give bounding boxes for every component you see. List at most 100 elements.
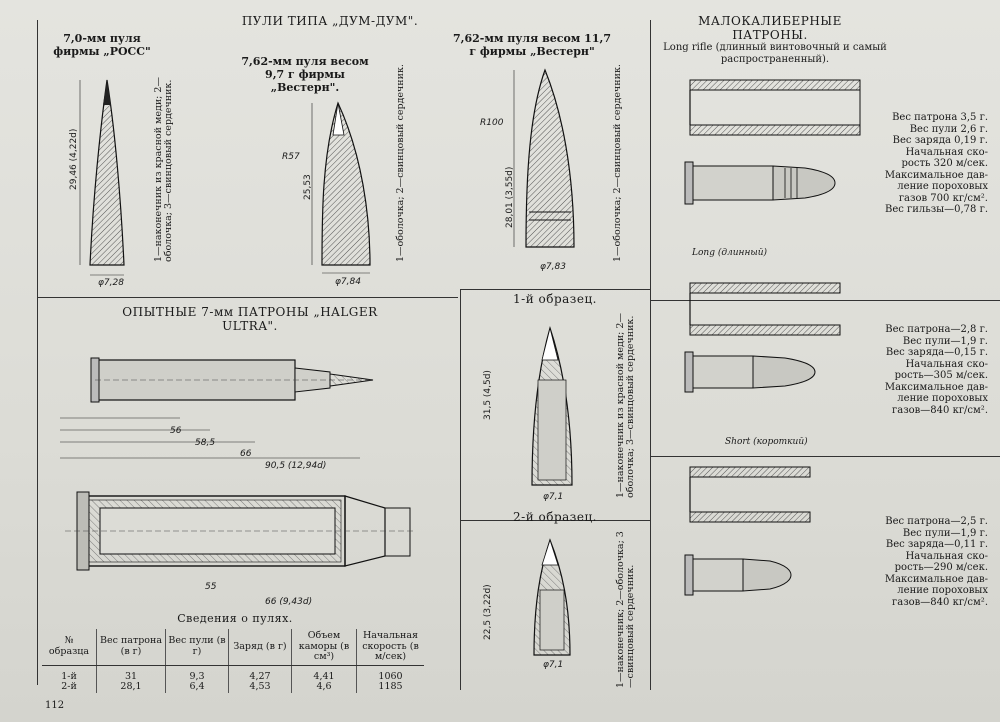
- divider-left-top: [38, 297, 458, 298]
- western117-legend: 1—оболочка; 2—свинцовый сердечник.: [612, 64, 623, 262]
- sample1-diameter-label: φ7,1: [543, 492, 564, 502]
- spec-line: Вес заряда 0,19 г.: [892, 135, 988, 146]
- short-cartridge-drawing: [684, 351, 816, 393]
- heading-halger: ОПЫТНЫЕ 7-мм ПАТРОНЫ „HALGER ULTRA".: [122, 305, 378, 333]
- table-cell: 1-й: [42, 665, 97, 682]
- sample1-length-label: 31,5 (4,5d): [483, 370, 493, 420]
- long-cartridge-drawing: [684, 161, 836, 205]
- short-specs: Вес патрона—2,8 г. Вес пули—1,9 г. Вес з…: [876, 324, 988, 416]
- western117-radius-label: R100: [480, 118, 504, 128]
- table-cell: 1060: [378, 670, 403, 682]
- table-row: 2-й 28,1 6,4 4,53 4,6 1185: [42, 681, 424, 693]
- halger-dim-66b: 66 (9,43d): [265, 597, 313, 607]
- spec-line: Вес пули 2,6 г.: [909, 123, 988, 135]
- spec-line: газов—840 кг/см².: [892, 596, 988, 608]
- long-specs: Вес патрона 3,5 г. Вес пули 2,6 г. Вес з…: [876, 112, 988, 216]
- heading-sample1: 1-й образец.: [513, 292, 597, 306]
- halger-dimension-lines: [60, 417, 360, 459]
- spec-line: рость—305 м/сек.: [894, 370, 988, 381]
- halger-dim-total: 90,5 (12,94d): [265, 461, 327, 471]
- spec-line: Максимальное дав-: [884, 381, 988, 393]
- spec-line: Вес патрона—2,8 г.: [885, 324, 988, 335]
- spec-line: Начальная ско-: [905, 146, 988, 158]
- sample1-bullet-drawing: [531, 325, 573, 486]
- spec-line: Вес заряда—0,15 г.: [885, 347, 988, 358]
- spec-line: газов 700 кг/см².: [898, 192, 988, 204]
- spec-line: Максимальное дав-: [884, 169, 988, 181]
- western117-bullet-drawing: [513, 68, 575, 248]
- western97-diameter-label: φ7,84: [335, 277, 361, 287]
- long-label: Long (длинный): [692, 248, 768, 258]
- spec-line: Вес патрона—2,5 г.: [885, 516, 988, 527]
- spec-line: рость 320 м/сек.: [901, 158, 988, 169]
- halger-dim-56: 56: [170, 426, 182, 436]
- western97-radius-label: R57: [282, 152, 300, 162]
- halger-dim-585: 58,5: [195, 438, 216, 448]
- table-header: № образца: [42, 629, 97, 666]
- spec-line: Максимальное дав-: [884, 573, 988, 585]
- divider-center-top: [460, 289, 650, 290]
- table-header: Заряд (в г): [228, 629, 292, 666]
- ross-title: 7,0-мм пуля фирмы „РОСС": [53, 32, 151, 58]
- table-header: Начальная скорость (в м/сек): [356, 629, 424, 666]
- halger-case-section-drawing: [65, 491, 415, 571]
- divider-vertical-middle: [650, 20, 651, 690]
- spec-line: рость—290 м/сек.: [894, 562, 988, 573]
- halger-cartridge-drawing: [90, 357, 374, 403]
- third-cartridge-drawing: [684, 554, 792, 596]
- spec-line: газов—840 кг/см².: [892, 404, 988, 416]
- table-cell: 4,6: [291, 681, 357, 693]
- table-cell: 4,41: [291, 665, 357, 682]
- sample1-legend: 1—наконечник из красной меди; 2—оболочка…: [615, 313, 636, 498]
- divider-vertical-center: [460, 290, 461, 690]
- ross-diameter-label: φ7,28: [98, 278, 124, 288]
- spec-line: ление пороховых: [897, 585, 988, 596]
- spec-line: Вес гильзы—0,78 г.: [884, 204, 988, 215]
- page-number: 112: [45, 700, 65, 711]
- ross-length-label: 29,46 (4,22d): [69, 128, 79, 190]
- sample2-bullet-drawing: [533, 538, 571, 656]
- western117-title: 7,62-мм пуля весом 11,7 г фирмы „Вестерн…: [453, 32, 611, 58]
- table-header: Вес патрона (в г): [96, 629, 166, 666]
- table-cell: 31: [96, 665, 166, 682]
- spec-line: Вес пули—1,9 г.: [902, 527, 988, 539]
- table-cell: 28,1: [96, 681, 166, 693]
- heading-small-caliber: МАЛОКАЛИБЕРНЫЕ ПАТРОНЫ.: [698, 14, 842, 42]
- divider-vertical-left: [37, 20, 38, 685]
- sample2-length-label: 22,5 (3,22d): [483, 584, 493, 640]
- heading-sample2: 2-й образец.: [513, 510, 597, 524]
- short-label: Short (короткий): [725, 437, 808, 447]
- divider-right-2: [651, 456, 1000, 457]
- divider-right-1: [651, 300, 1000, 301]
- spec-line: ление пороховых: [897, 393, 988, 404]
- spec-line: Начальная ско-: [905, 550, 988, 562]
- table-cell: 1185: [378, 681, 403, 692]
- table-cell: 2-й: [42, 681, 97, 693]
- sample2-diameter-label: φ7,1: [543, 660, 564, 670]
- ross-bullet-drawing: [79, 79, 125, 276]
- spec-line: Вес пули—1,9 г.: [902, 335, 988, 347]
- halger-dim-55: 55: [205, 582, 217, 592]
- table-header: Вес пули (в г): [165, 629, 229, 666]
- halger-dim-66: 66: [240, 449, 252, 459]
- table-cell: 6,4: [165, 681, 229, 693]
- western97-length-label: 25,53: [303, 174, 313, 200]
- western97-bullet-drawing: [311, 101, 371, 274]
- table-cell: 4,53: [228, 681, 292, 693]
- western117-length-label: 28,01 (3,55d): [505, 166, 515, 228]
- table-cell: 4,27: [228, 665, 292, 682]
- table-title: Сведения о пулях.: [177, 612, 293, 625]
- third-chamber-drawing: [689, 466, 811, 523]
- table-row: 1-й 31 9,3 4,27 4,41 1060: [42, 665, 424, 682]
- divider-center-sample: [461, 520, 650, 521]
- long-chamber-drawing: [689, 79, 861, 136]
- spec-line: ление пороховых: [897, 181, 988, 192]
- sample2-legend: 1—наконечник; 2—оболочка; 3—свинцовый се…: [615, 531, 636, 688]
- heading-dumdum: ПУЛИ ТИПА „ДУМ-ДУМ".: [241, 14, 419, 28]
- western117-diameter-label: φ7,83: [540, 262, 566, 272]
- bullets-info-table: № образца Вес патрона (в г) Вес пули (в …: [42, 629, 424, 693]
- third-specs: Вес патрона—2,5 г. Вес пули—1,9 г. Вес з…: [876, 516, 988, 608]
- spec-line: Вес патрона 3,5 г.: [892, 112, 988, 123]
- table-header: Объем каморы (в см³): [291, 629, 357, 666]
